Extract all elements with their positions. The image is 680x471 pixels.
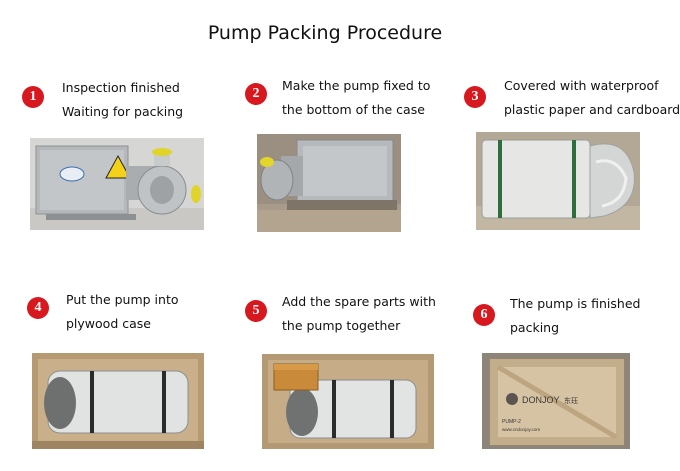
step-5-number-badge: 5 bbox=[245, 300, 267, 322]
step-1-number-badge: 1 bbox=[22, 86, 44, 108]
step-2-caption-line-1: Make the pump fixed to bbox=[282, 78, 431, 93]
step-4-caption-line-1: Put the pump into bbox=[66, 292, 179, 307]
crate-brand-cn-text: 东珏 bbox=[564, 396, 578, 405]
step-1-caption-line-1: Inspection finished bbox=[62, 80, 180, 95]
page-title: Pump Packing Procedure bbox=[207, 22, 443, 44]
crate-label-text: PUMP-2 bbox=[502, 419, 521, 425]
step-6-caption-line-1: The pump is finished bbox=[510, 296, 641, 311]
step-3-photo-pump-wrapped bbox=[476, 132, 640, 230]
step-3-caption-line-1: Covered with waterproof bbox=[504, 78, 659, 93]
step-5-caption-line-1: Add the spare parts with bbox=[282, 294, 436, 309]
step-6-photo-closed-crate: DONJOY 东珏 PUMP-2 www.cndonjoy.com bbox=[482, 353, 630, 449]
step-2-caption-line-2: the bottom of the case bbox=[282, 102, 425, 117]
step-2-photo-pump-fixed-in-case bbox=[257, 134, 401, 232]
step-5-caption-line-2: the pump together bbox=[282, 318, 401, 333]
step-3-caption-line-2: plastic paper and cardboard bbox=[504, 102, 680, 117]
step-5-photo-spare-parts-added bbox=[262, 354, 434, 449]
step-3-number-badge: 3 bbox=[464, 86, 486, 108]
crate-brand-text: DONJOY bbox=[522, 395, 560, 405]
step-2-number-badge: 2 bbox=[245, 83, 267, 105]
step-4-photo-pump-in-plywood-case bbox=[32, 353, 204, 449]
step-4-caption-line-2: plywood case bbox=[66, 316, 151, 331]
step-1-caption-line-2: Waiting for packing bbox=[62, 104, 184, 119]
crate-url-text: www.cndonjoy.com bbox=[502, 427, 540, 432]
step-4-number-badge: 4 bbox=[27, 297, 49, 319]
step-1-photo-pump-inspected bbox=[30, 138, 204, 230]
step-6-number-badge: 6 bbox=[473, 304, 495, 326]
step-6-caption-line-2: packing bbox=[510, 320, 560, 335]
